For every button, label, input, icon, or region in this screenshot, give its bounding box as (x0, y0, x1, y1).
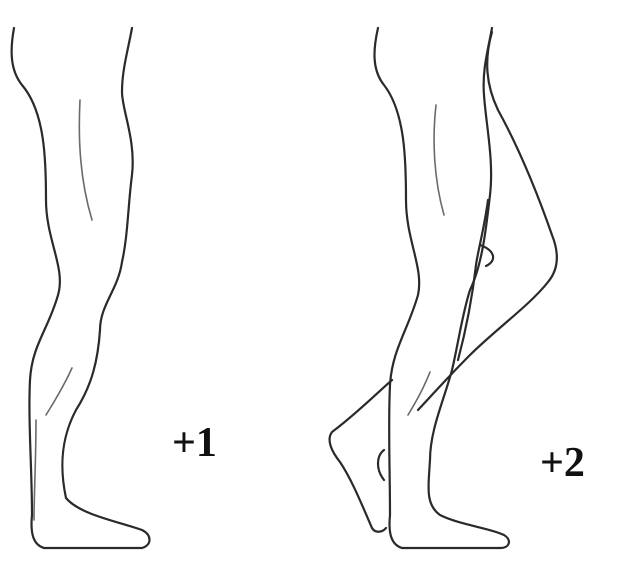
panel-plus-2: +2 (328, 26, 585, 550)
thigh-muscle-line (78, 99, 93, 221)
calf-muscle-line (45, 367, 73, 416)
leg-back-outline (10, 26, 61, 550)
standing-leg-back-outline (373, 26, 421, 550)
label-plus-2: +2 (540, 440, 585, 486)
label-plus-1: +1 (172, 420, 217, 466)
standing-leg-front-outline (400, 26, 510, 550)
flexed-leg-front-outline (416, 30, 558, 412)
flexed-calf-outline (328, 378, 394, 533)
leg-front-outline (42, 26, 151, 550)
standing-thigh-line (433, 104, 445, 216)
flexed-heel-outline (376, 448, 386, 482)
flexed-knee-outline (478, 243, 495, 268)
panel-plus-1: +1 (10, 26, 217, 550)
shin-line (33, 419, 37, 521)
standing-calf-line (407, 371, 431, 416)
flexed-leg-back-outline (456, 198, 490, 362)
